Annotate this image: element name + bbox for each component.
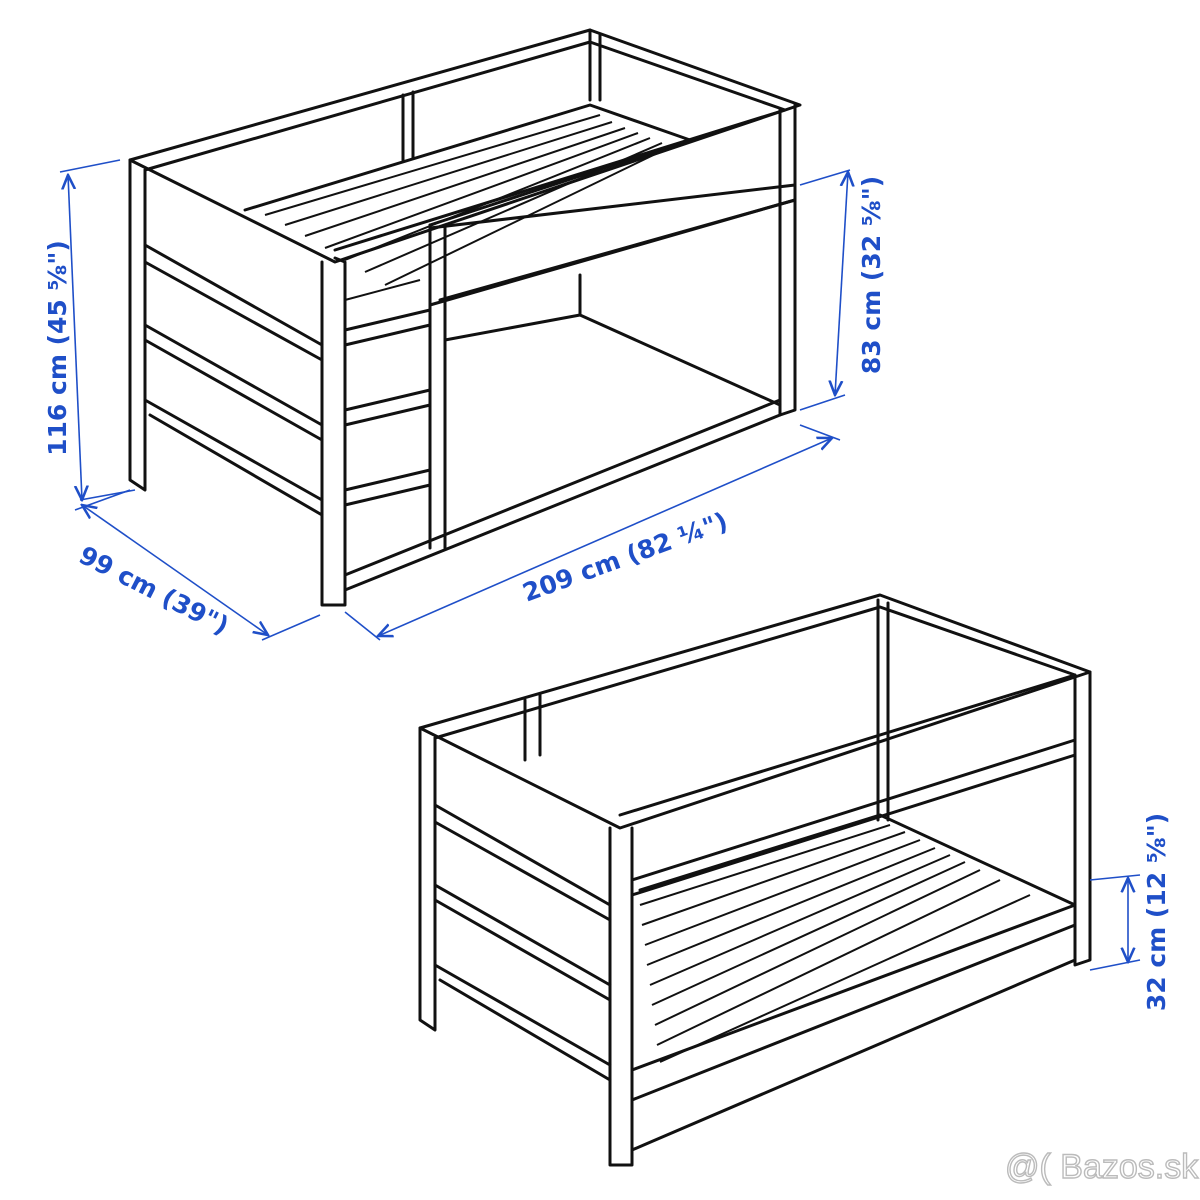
watermark: @( Bazos.sk [1005, 1148, 1199, 1186]
dim-height-low: 32 cm (12 ⅝") [1142, 813, 1171, 1011]
loft-bed-drawing [128, 28, 802, 607]
dim-height-total: 116 cm (45 ⅝") [43, 240, 72, 456]
dimension-lines [59, 159, 1141, 971]
dim-length: 209 cm (82 ¼") [519, 506, 732, 607]
low-bed-drawing [418, 593, 1092, 1167]
dim-height-under: 83 cm (32 ⅝") [857, 176, 886, 374]
